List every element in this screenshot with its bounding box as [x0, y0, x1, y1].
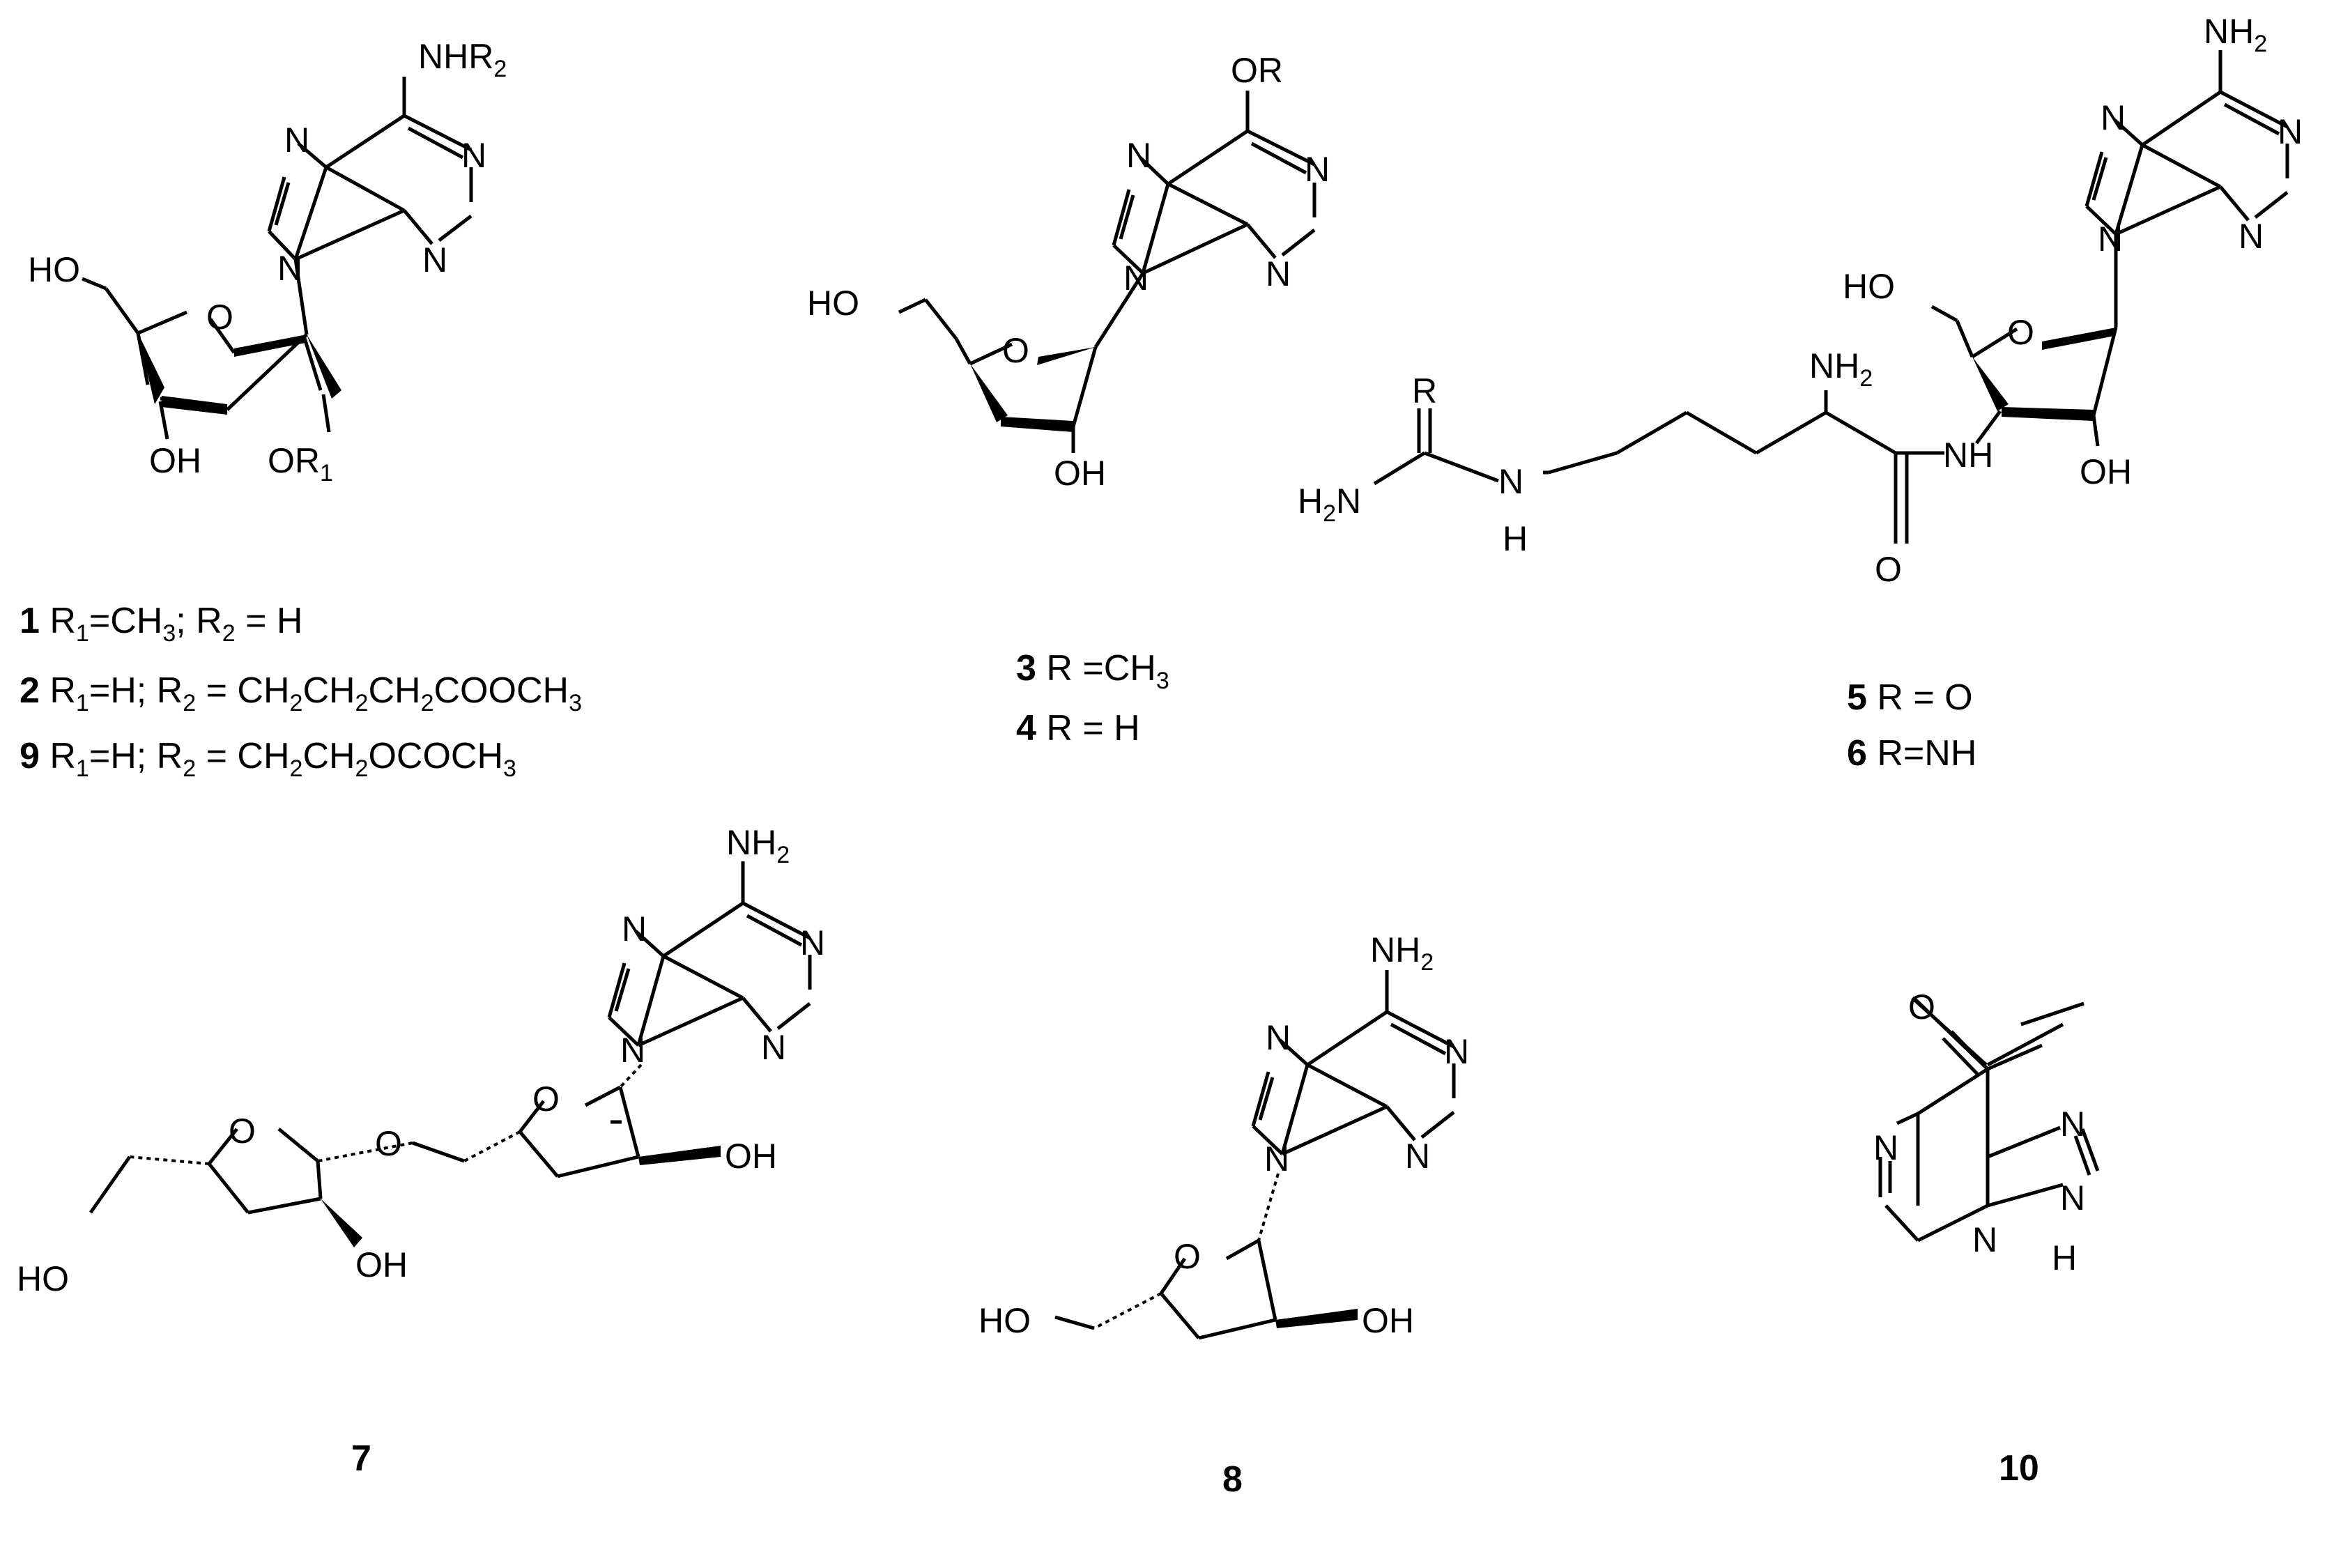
atom-n7: N [1126, 136, 1151, 175]
atom-ring-o: O [206, 298, 233, 337]
label-compound-1: 1 R1=CH3; R2 = H [20, 601, 302, 647]
atom-ho: HO [28, 250, 80, 289]
atom-n9: N [2060, 1178, 2085, 1217]
atom-n9: N [2098, 220, 2123, 259]
atom-n9: N [1123, 259, 1149, 298]
atom-ho: HO [17, 1259, 69, 1298]
atom-oh: OH [2080, 452, 2132, 491]
atom-ho: HO [807, 284, 859, 323]
atom-n1: N [800, 923, 825, 962]
atom-n9: N [277, 249, 302, 288]
atom-r: R [1412, 371, 1437, 410]
atom-nhr2: NHR2 [418, 37, 507, 82]
atom-ring-o-upper: O [532, 1079, 560, 1119]
atom-amide-nh: NH [1943, 436, 1993, 475]
atom-oh-lower: OH [355, 1245, 408, 1284]
atom-oh: OH [1362, 1301, 1414, 1340]
atom-or: OR [1231, 51, 1283, 90]
atom-n1: N [1305, 150, 1330, 189]
label-compound-8: 8 [1222, 1459, 1243, 1500]
atom-guanidine-h: H [1503, 519, 1528, 558]
structure-1-2-9: NHR2 N N N N O HO OH OR1 [28, 37, 507, 486]
atom-ring-o: O [1002, 331, 1029, 370]
atom-n7: N [622, 909, 647, 948]
label-compound-5: 5 R = O [1847, 677, 1973, 718]
atom-h2n: H2N [1298, 482, 1361, 527]
atom-nh2-top: NH2 [726, 823, 790, 868]
atom-bridge-o: O [375, 1124, 402, 1163]
atom-oh: OH [149, 441, 201, 480]
atom-n1: N [1444, 1032, 1469, 1071]
atom-n7: N [2060, 1105, 2085, 1144]
atom-n9: N [1264, 1139, 1289, 1178]
atom-carbonyl-o: O [1875, 550, 1902, 589]
atom-n1: N [461, 136, 486, 175]
atom-ring-o: O [2007, 313, 2034, 352]
labels-5-6: 5 R = O 6 R=NH [1847, 677, 1976, 774]
atom-ring-o: O [1174, 1237, 1201, 1276]
atom-nh2-top: NH2 [2204, 12, 2267, 57]
structure-7: NH2 N N N N O OH O O OH HO [17, 823, 825, 1298]
atom-n7: N [284, 121, 309, 160]
atom-n9: N [620, 1031, 645, 1070]
atom-n3: N [1266, 254, 1291, 293]
atom-n7: N [1266, 1018, 1291, 1057]
atom-alpha-nh2: NH2 [1809, 346, 1873, 392]
label-compound-6: 6 R=NH [1847, 733, 1976, 774]
labels-3-4: 3 R =CH3 4 R = H [1016, 648, 1169, 748]
label-compound-4: 4 R = H [1016, 708, 1140, 748]
structure-3-4: OR N N N N O HO OH [807, 51, 1330, 493]
atom-n7: N [2101, 98, 2126, 137]
structure-5-6: NH2 N N N N O HO OH NH O NH2 N H R H2N [1298, 12, 2303, 589]
atom-n1: N [2278, 112, 2303, 151]
atom-carbonyl-o: O [1908, 987, 1935, 1027]
atom-or1: OR1 [268, 441, 333, 486]
label-compound-9: 9 R1=H; R2 = CH2CH2OCOCH3 [20, 736, 516, 782]
atom-oh: OH [1054, 454, 1106, 493]
atom-nh2-top: NH2 [1370, 930, 1434, 976]
atom-n9-h: H [2052, 1238, 2077, 1277]
atom-n3: N [1972, 1220, 1997, 1259]
label-compound-10: 10 [1999, 1448, 2039, 1489]
label-compound-3: 3 R =CH3 [1016, 648, 1169, 694]
atom-ho: HO [978, 1301, 1031, 1340]
labels-1-2-9: 1 R1=CH3; R2 = H 2 R1=H; R2 = CH2CH2CH2C… [20, 601, 582, 782]
atom-n3: N [761, 1028, 786, 1067]
structure-8: NH2 N N N N O OH HO [978, 930, 1469, 1340]
atom-n1: N [1873, 1128, 1898, 1167]
atom-n3: N [422, 240, 447, 279]
structure-10: O N N N N H [1873, 987, 2100, 1277]
atom-n3: N [1405, 1137, 1430, 1176]
atom-guanidine-n: N [1498, 462, 1523, 501]
label-compound-7: 7 [351, 1438, 371, 1479]
atom-ring-o-lower: O [229, 1112, 256, 1151]
atom-n3: N [2239, 217, 2264, 256]
atom-oh-upper: OH [725, 1137, 777, 1176]
label-compound-2: 2 R1=H; R2 = CH2CH2CH2COOCH3 [20, 670, 582, 716]
atom-ho: HO [1843, 267, 1895, 306]
